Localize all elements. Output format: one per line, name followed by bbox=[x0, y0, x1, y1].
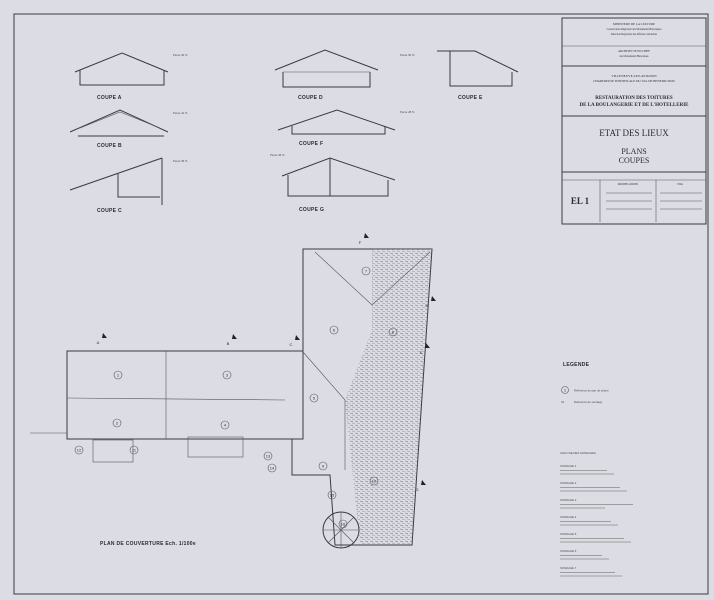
section-cut-marker bbox=[431, 296, 436, 301]
section-coupe-b: COUPE B Pente 41 % bbox=[69, 109, 188, 149]
roof-pan-number: 12 bbox=[77, 447, 82, 452]
roof-pan-number: 3 bbox=[226, 372, 229, 377]
legend-text: Référence de sondage bbox=[574, 400, 603, 404]
roof-pan-number: 4 bbox=[224, 422, 227, 427]
roof-pan-number: 8 bbox=[392, 329, 395, 334]
authority-line: MINISTERE DE LA CULTURE bbox=[613, 22, 655, 26]
section-cut-label: D bbox=[426, 303, 429, 308]
section-cut-marker bbox=[364, 233, 369, 238]
roof-pan-marker bbox=[267, 463, 277, 473]
roof-pan-number: 7 bbox=[365, 268, 368, 273]
section-coupe-c: COUPE C Pente 35 % bbox=[69, 157, 188, 214]
section-coupe-f: COUPE F Pente 28 % bbox=[277, 109, 415, 147]
section-note: Pente 41 % bbox=[173, 111, 188, 115]
roof-pan-number: 1 bbox=[117, 372, 120, 377]
section-cut-marker bbox=[421, 480, 426, 485]
section-label: COUPE E bbox=[458, 95, 483, 101]
section-label: COUPE D bbox=[298, 95, 323, 101]
authority-line: Conservation Régionale des Monuments His… bbox=[607, 28, 662, 31]
roof-pan-number: 9 bbox=[322, 463, 325, 468]
section-cut-label: B bbox=[227, 341, 230, 346]
analysis-item: SONDAGE 5 bbox=[560, 532, 577, 536]
section-note: Pente 30 % bbox=[173, 53, 188, 57]
analysis-item: SONDAGE 2 bbox=[560, 481, 577, 485]
section-label: COUPE G bbox=[299, 207, 324, 213]
analysis-item: SONDAGE 6 bbox=[560, 549, 577, 553]
roof-pan-number: 14 bbox=[270, 465, 275, 470]
section-cut-marker bbox=[295, 335, 300, 340]
analysis-item: SONDAGE 1 bbox=[560, 464, 577, 468]
section-cut-label: A bbox=[97, 340, 100, 345]
section-note: Pente 30 % bbox=[400, 53, 415, 57]
section-cut-label: E bbox=[420, 350, 423, 355]
roof-pan-marker bbox=[113, 370, 123, 380]
legend-symbol: 1 bbox=[564, 388, 567, 393]
roof-pan-marker bbox=[338, 519, 348, 529]
section-cut-label: F bbox=[359, 240, 362, 245]
roof-pan-number: 11 bbox=[132, 447, 137, 452]
section-note: Pente 36 % bbox=[270, 153, 285, 157]
section-cut-label: G bbox=[415, 487, 418, 492]
section-coupe-d: COUPE D Pente 30 % bbox=[274, 49, 415, 101]
roof-pan-number: 5 bbox=[313, 395, 316, 400]
roof-pan-marker bbox=[129, 445, 139, 455]
roof-pan-marker bbox=[361, 266, 371, 276]
roof-pan-marker bbox=[327, 490, 337, 500]
roof-pan-number: 2 bbox=[116, 420, 119, 425]
legend: LEGENDE 1 Référence de pan de toiture S1… bbox=[560, 362, 633, 577]
location-line-1: VILLENEUVE-LEZ-AVIGNON bbox=[611, 74, 657, 78]
roof-pan-marker bbox=[369, 476, 379, 486]
roof-pan-number: 15 bbox=[330, 492, 335, 497]
legend-text: Référence de pan de toiture bbox=[574, 389, 609, 393]
analysis-title: ANALYSE DES SONDAGES bbox=[560, 451, 596, 455]
column-header: VISA bbox=[677, 183, 683, 186]
legend-symbol: S1 bbox=[561, 400, 565, 404]
roof-pan-marker bbox=[74, 445, 84, 455]
roof-pan-marker bbox=[318, 461, 328, 471]
roof-pan-marker bbox=[329, 325, 339, 335]
section-label: COUPE F bbox=[299, 141, 323, 147]
doc-title-2: COUPES bbox=[619, 156, 650, 165]
section-cut-marker bbox=[102, 333, 107, 338]
analysis-item: SONDAGE 7 bbox=[560, 566, 577, 570]
roof-pan-number: 6 bbox=[333, 327, 336, 332]
roof-pan-number: 13 bbox=[266, 453, 271, 458]
section-coupe-a: COUPE A Pente 30 % bbox=[74, 52, 188, 101]
section-cut-marker bbox=[425, 343, 430, 348]
title-block: MINISTERE DE LA CULTURE Conservation Rég… bbox=[561, 17, 707, 225]
section-coupe-g: COUPE G Pente 36 % bbox=[270, 153, 396, 213]
section-cut-label: C bbox=[290, 342, 293, 347]
legend-title: LEGENDE bbox=[563, 362, 590, 368]
section-label: COUPE A bbox=[97, 95, 122, 101]
architect-line: des Monuments Historiques bbox=[619, 55, 648, 58]
roof-pan-marker bbox=[309, 393, 319, 403]
location-line-2: CHARTREUSE PONTIFICALE DU VAL DE BENEDIC… bbox=[593, 79, 675, 83]
roof-pan-marker bbox=[220, 420, 230, 430]
analysis-item: SONDAGE 4 bbox=[560, 515, 577, 519]
phase-title: ETAT DES LIEUX bbox=[599, 128, 669, 138]
sheet-number: EL 1 bbox=[571, 196, 590, 206]
authority-line: Direction Régionale des Affaires Culture… bbox=[611, 33, 657, 36]
architect-line: ARCHITECTE EN CHEF bbox=[618, 49, 650, 53]
analysis-item: SONDAGE 3 bbox=[560, 498, 577, 502]
roof-pan-number: 10 bbox=[372, 478, 377, 483]
section-label: COUPE C bbox=[97, 208, 122, 214]
roof-pan-marker bbox=[263, 451, 273, 461]
project-title-1: RESTAURATION DES TOITURES bbox=[595, 96, 673, 101]
column-header: MODIFICATIONS bbox=[618, 183, 639, 186]
section-note: Pente 35 % bbox=[173, 159, 188, 163]
plan-title: PLAN DE COUVERTURE Ech. 1/100e bbox=[100, 541, 196, 547]
sheet-border bbox=[13, 13, 709, 595]
roof-pan-number: 16 bbox=[341, 521, 346, 526]
roof-pan-marker bbox=[222, 370, 232, 380]
project-title-2: DE LA BOULANGERIE ET DE L'HOTELLERIE bbox=[580, 103, 690, 108]
roof-pan-marker bbox=[112, 418, 122, 428]
section-coupe-e: COUPE E bbox=[437, 50, 519, 101]
section-note: Pente 28 % bbox=[400, 110, 415, 114]
section-cut-marker bbox=[232, 334, 237, 339]
section-label: COUPE B bbox=[97, 143, 122, 149]
roof-pan-marker bbox=[388, 327, 398, 337]
doc-title-1: PLANS bbox=[621, 147, 646, 156]
